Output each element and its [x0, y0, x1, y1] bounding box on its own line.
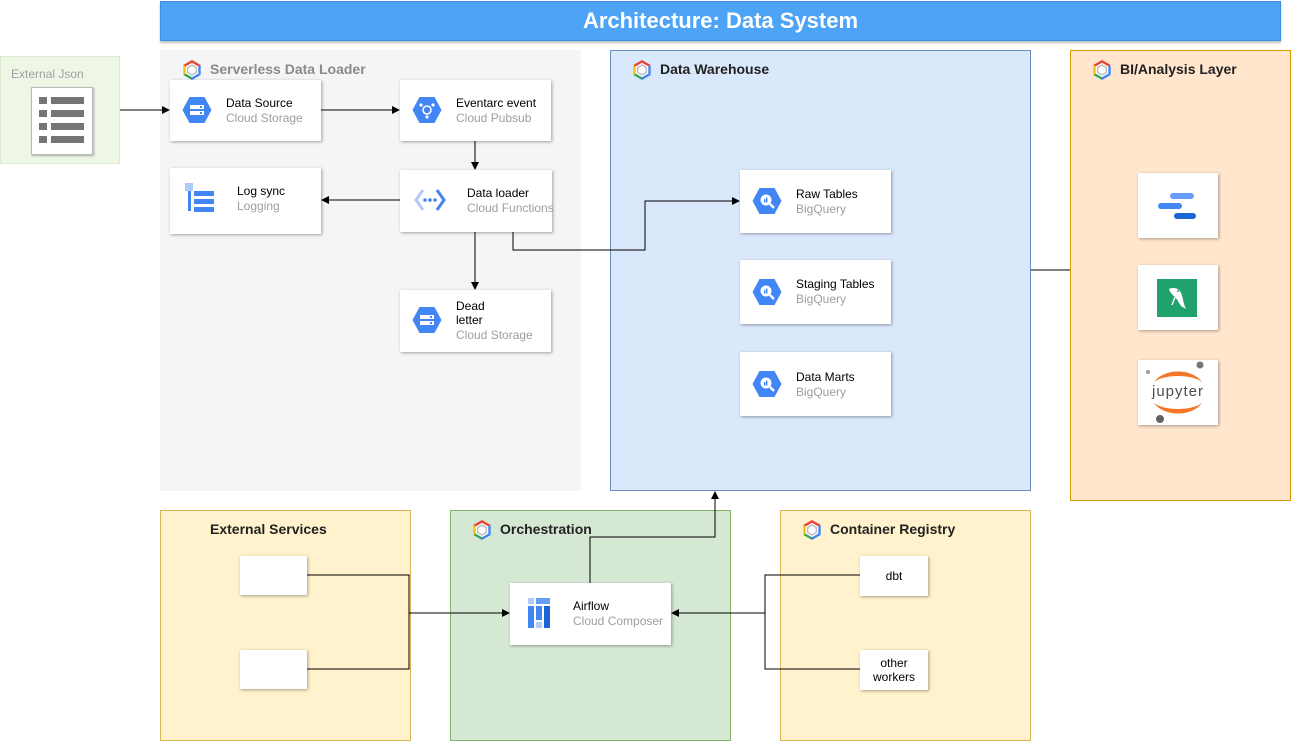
- node-dbt[interactable]: dbt: [860, 556, 928, 596]
- bigquery-icon: [752, 279, 782, 305]
- node-airflow-name: Airflow: [573, 599, 610, 613]
- external-json-box[interactable]: External Json: [0, 56, 120, 164]
- gcp-logo-icon: [473, 520, 491, 540]
- cloud-functions-icon: [414, 189, 446, 211]
- bi-tool-looker-studio[interactable]: [1138, 173, 1218, 238]
- region-title-bi: BI/Analysis Layer: [1120, 61, 1237, 77]
- bigquery-icon: [752, 371, 782, 397]
- external-service-card[interactable]: [240, 650, 307, 689]
- node-data-loader[interactable]: Data loader Cloud Functions: [400, 170, 554, 232]
- node-log-sync[interactable]: Log sync Logging: [170, 168, 321, 234]
- gcp-logo-icon: [803, 520, 821, 540]
- looker-studio-icon: [1158, 193, 1196, 219]
- jupyter-label: jupyter: [1151, 383, 1205, 400]
- node-data-marts-sub: BigQuery: [796, 385, 847, 399]
- region-title-warehouse: Data Warehouse: [660, 61, 770, 77]
- bi-tool-jupyter[interactable]: jupyter: [1138, 360, 1218, 425]
- edge-workers-bracket: [764, 574, 860, 670]
- node-airflow[interactable]: Airflow Cloud Composer: [510, 583, 671, 645]
- node-data-source[interactable]: Data Source Cloud Storage: [170, 80, 321, 141]
- jupyter-icon: [1146, 361, 1204, 423]
- node-data-source-sub: Cloud Storage: [226, 111, 303, 125]
- document-list-icon: [31, 87, 93, 155]
- bi-tool-metabase[interactable]: [1138, 265, 1218, 330]
- node-eventarc-sub: Cloud Pubsub: [456, 111, 532, 125]
- metabase-icon: [1157, 279, 1197, 317]
- external-service-card[interactable]: [240, 556, 307, 595]
- node-data-marts[interactable]: Data Marts BigQuery: [740, 352, 891, 416]
- gcp-logo-icon: [1093, 60, 1111, 80]
- cloud-composer-icon: [528, 598, 550, 628]
- edge-data-loader-to-raw-tables: [512, 197, 740, 251]
- region-external-services: [160, 510, 411, 741]
- node-other-workers[interactable]: other workers: [860, 650, 928, 690]
- node-staging-tables[interactable]: Staging Tables BigQuery: [740, 260, 891, 324]
- node-raw-tables-name: Raw Tables: [796, 187, 858, 201]
- cloud-storage-icon: [182, 97, 212, 123]
- node-data-marts-name: Data Marts: [796, 370, 855, 384]
- page-title: Architecture: Data System: [160, 1, 1281, 41]
- node-dead-letter-sub: Cloud Storage: [456, 328, 533, 342]
- node-staging-tables-sub: BigQuery: [796, 292, 847, 306]
- gcp-logo-icon: [633, 60, 651, 80]
- logging-icon: [185, 183, 214, 212]
- node-eventarc-name: Eventarc event: [456, 96, 537, 110]
- region-title-external-services: External Services: [210, 521, 327, 537]
- region-title-orchestration: Orchestration: [500, 521, 592, 537]
- node-data-source-name: Data Source: [226, 96, 293, 110]
- external-json-label: External Json: [11, 67, 84, 81]
- node-log-sync-name: Log sync: [237, 184, 286, 198]
- edge-service1-bracket: [307, 574, 410, 670]
- node-eventarc[interactable]: Eventarc event Cloud Pubsub: [400, 80, 551, 141]
- edge-airflow-to-warehouse: [589, 491, 719, 583]
- node-data-loader-name: Data loader: [467, 186, 530, 200]
- node-raw-tables-sub: BigQuery: [796, 202, 847, 216]
- node-airflow-sub: Cloud Composer: [573, 614, 664, 628]
- node-raw-tables[interactable]: Raw Tables BigQuery: [740, 170, 891, 233]
- region-title-serverless: Serverless Data Loader: [210, 61, 366, 77]
- bigquery-icon: [752, 188, 782, 214]
- region-container-registry: [780, 510, 1031, 741]
- node-dead-letter-name: Dead letter: [456, 299, 485, 327]
- node-log-sync-sub: Logging: [237, 199, 280, 213]
- region-title-registry: Container Registry: [830, 521, 956, 537]
- node-dead-letter[interactable]: Dead letter Cloud Storage: [400, 290, 551, 352]
- node-staging-tables-name: Staging Tables: [796, 277, 875, 291]
- pubsub-icon: [412, 97, 442, 123]
- gcp-logo-icon: [183, 60, 201, 80]
- cloud-storage-icon: [412, 307, 442, 333]
- node-data-loader-sub: Cloud Functions: [467, 201, 554, 215]
